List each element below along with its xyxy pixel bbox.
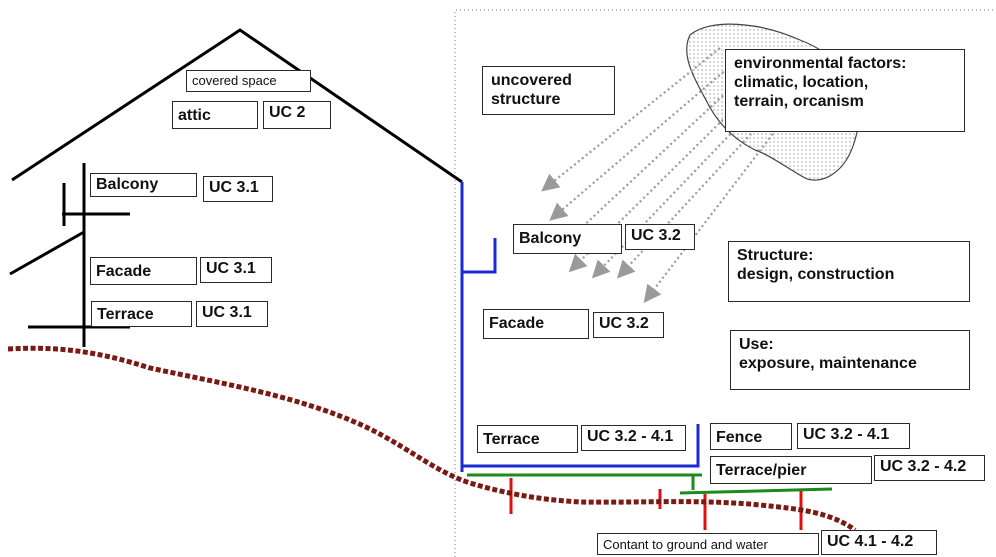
exposed-terrace-frame	[462, 424, 700, 468]
env-line-3: terrain, orcanism	[734, 93, 864, 110]
right-terrace-uc-label: UC 3.2 - 4.1	[581, 425, 686, 451]
pier-uc-label: UC 3.2 - 4.2	[874, 455, 985, 481]
use-line-1: Use:	[739, 336, 774, 353]
left-balcony-uc-label: UC 3.1	[203, 176, 273, 202]
env-line-2: climatic, location,	[734, 74, 869, 91]
left-facade-uc-label: UC 3.1	[200, 257, 272, 283]
fence-label: Fence	[710, 423, 792, 450]
structure-line-2: design, construction	[737, 266, 895, 283]
right-facade-label: Facade	[483, 309, 589, 339]
use-label: Use: exposure, maintenance	[730, 330, 970, 390]
environmental-factors-label: environmental factors: climatic, locatio…	[725, 49, 965, 132]
uncovered-line-1: uncovered	[491, 72, 572, 89]
right-terrace-label: Terrace	[477, 425, 578, 453]
left-facade-label: Facade	[90, 257, 197, 285]
uncovered-line-2: structure	[491, 91, 561, 108]
pier-label: Terrace/pier	[710, 456, 872, 484]
use-line-2: exposure, maintenance	[739, 355, 917, 372]
roof-outline	[11, 28, 463, 184]
facade-line	[9, 230, 85, 276]
left-balcony-label: Balcony	[90, 173, 197, 197]
attic-label: attic	[172, 101, 258, 129]
exposed-balcony	[462, 238, 497, 274]
uncovered-structure-label: uncovered structure	[482, 66, 615, 115]
covered-space-label: covered space	[186, 70, 311, 92]
attic-uc-label: UC 2	[263, 101, 331, 129]
env-line-1: environmental factors:	[734, 55, 907, 72]
structure-label: Structure: design, construction	[728, 241, 970, 302]
fence-uc-label: UC 3.2 - 4.1	[797, 423, 910, 449]
pier-deck	[679, 487, 833, 495]
ground-contact-label: Contant to ground and water	[597, 533, 819, 555]
structure-line-1: Structure:	[737, 247, 814, 264]
ground-contact-uc-label: UC 4.1 - 4.2	[821, 530, 937, 555]
right-balcony-uc-label: UC 3.2	[625, 224, 695, 250]
right-balcony-label: Balcony	[513, 224, 622, 254]
right-facade-uc-label: UC 3.2	[593, 312, 664, 338]
left-terrace-label: Terrace	[91, 301, 192, 327]
left-terrace-uc-label: UC 3.1	[196, 301, 268, 327]
ground-line	[7, 345, 857, 533]
